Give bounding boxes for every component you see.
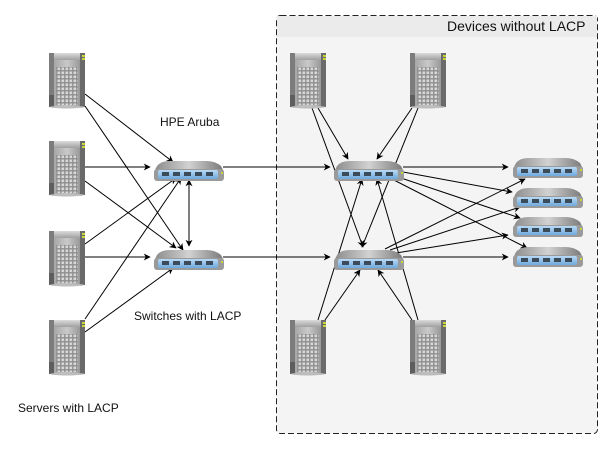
switch-icon-swR1 <box>513 158 583 178</box>
switch-icon-swD <box>334 250 404 270</box>
label-servers-with-lacp: Servers with LACP <box>18 401 119 415</box>
switch-icon-swR2 <box>513 188 583 208</box>
switch-icon-swB <box>154 250 224 270</box>
server-icon-srvL4 <box>49 320 85 376</box>
edge-srvB1-to-swC <box>317 178 364 321</box>
server-icon-srvL3 <box>49 231 85 287</box>
server-icon-srvT2 <box>410 53 446 109</box>
label-switches-with-lacp: Switches with LACP <box>134 309 242 323</box>
edge-srvB2-to-swD <box>377 269 413 321</box>
edge-srvL2-to-swB <box>84 180 177 249</box>
edge-swD-to-swR3 <box>395 232 509 254</box>
server-icon-srvB2 <box>410 320 446 376</box>
edge-srvL3-to-swA <box>84 177 177 245</box>
group-header <box>277 16 597 37</box>
edge-swC-to-swR3 <box>397 176 521 220</box>
edges-layer <box>84 93 528 333</box>
server-icon-srvL2 <box>49 141 85 197</box>
edge-swC-to-swR2 <box>402 171 513 195</box>
edge-srvT2-to-swC <box>376 107 413 160</box>
edge-srvB2-to-swC <box>375 178 419 321</box>
edge-srvL1-to-swA <box>84 93 174 163</box>
edge-srvL1-to-swB <box>84 105 184 251</box>
switch-icon-swA <box>154 161 224 181</box>
server-icon-srvL1 <box>49 53 85 109</box>
server-icon-srvT1 <box>290 53 326 109</box>
label-hpe-aruba: HPE Aruba <box>160 115 220 129</box>
edge-srvT1-to-swC <box>317 107 349 160</box>
edge-swD-to-swR1 <box>384 178 526 250</box>
group-container <box>276 15 598 434</box>
edge-srvB1-to-swD <box>324 269 361 321</box>
edge-srvL4-to-swA <box>84 177 182 320</box>
edge-swD-to-swR2 <box>389 205 521 251</box>
server-icon-srvB1 <box>290 320 326 376</box>
switch-icon-swC <box>334 161 404 181</box>
switch-icon-swR4 <box>513 247 583 267</box>
group-title-devices-without-lacp: Devices without LACP <box>447 18 586 34</box>
switch-icon-swR3 <box>513 217 583 237</box>
edge-srvL4-to-swB <box>84 267 174 333</box>
devices-without-lacp-group <box>276 15 598 434</box>
